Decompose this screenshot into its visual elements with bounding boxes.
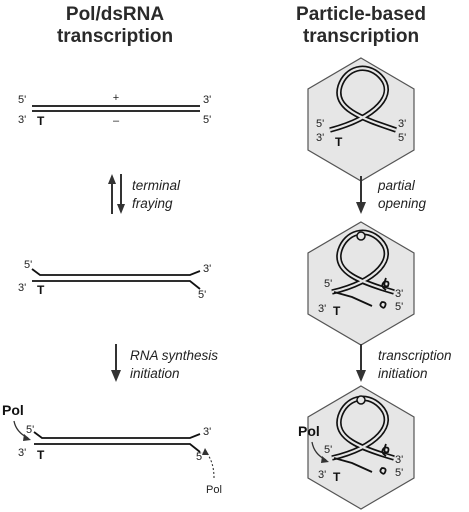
five-prime-label: 5': [196, 451, 204, 463]
minus-strand: [34, 443, 201, 453]
five-prime-label: 5': [395, 467, 403, 479]
polymerase-label: Pol: [298, 423, 320, 439]
frayed-strand: [333, 457, 373, 473]
three-prime-label: 3': [395, 454, 403, 466]
frayed-end: [379, 301, 387, 309]
five-prime-label: 5': [324, 278, 332, 290]
minus-strand: [32, 280, 201, 290]
down-arrow: [356, 176, 366, 214]
template-marker: T: [333, 304, 341, 318]
left-panel-dsrna: 5' 3' 3' 5' + – T: [18, 92, 211, 128]
five-prime-label: 5': [198, 289, 206, 301]
step-label: RNA synthesis: [130, 348, 218, 363]
five-prime-label: 5': [324, 444, 332, 456]
right-title-line1: Particle-based: [296, 4, 426, 25]
three-prime-label: 3': [18, 282, 26, 294]
step-label: terminal: [132, 178, 181, 193]
particle-panel-closed: 5' 3' 3' 5' T: [307, 57, 415, 182]
five-prime-label: 5': [24, 259, 32, 271]
step-label: initiation: [378, 366, 428, 381]
three-prime-label: 3': [318, 303, 326, 315]
frayed-end: [379, 467, 387, 475]
five-prime-label: 5': [26, 424, 34, 436]
frayed-end: [381, 443, 390, 457]
capsid-turret: [356, 231, 366, 241]
plus-strand: [31, 268, 201, 276]
three-prime-label: 3': [395, 288, 403, 300]
template-marker: T: [37, 448, 45, 462]
three-prime-label: 3': [316, 132, 324, 144]
five-prime-label: 5': [18, 94, 26, 106]
curved-arrow: [321, 456, 329, 463]
particle-panel-open: 5' 3' 3' 5' T: [307, 221, 415, 346]
down-arrow: [356, 344, 366, 382]
left-panel-pol: Pol 5' 3' 3' 5' T Pol: [2, 402, 222, 496]
left-title-line1: Pol/dsRNA: [66, 4, 164, 25]
three-prime-label: 3': [203, 263, 211, 275]
particle-panel-pol: Pol 5' 3' 3' 5' T: [298, 385, 415, 510]
five-prime-label: 5': [395, 301, 403, 313]
plus-strand: [33, 431, 201, 439]
three-prime-label: 3': [203, 426, 211, 438]
step-label: partial: [377, 178, 416, 193]
left-title-line2: transcription: [57, 26, 173, 47]
template-marker: T: [335, 135, 343, 149]
dotted-arrow: [202, 448, 209, 455]
step-label: fraying: [132, 196, 173, 211]
plus-sign: +: [113, 92, 119, 104]
frayed-end: [381, 277, 390, 291]
step-label: initiation: [130, 366, 180, 381]
curved-arrow: [23, 434, 31, 441]
polymerase-label: Pol: [2, 402, 24, 418]
template-marker: T: [333, 470, 341, 484]
three-prime-label: 3': [318, 469, 326, 481]
left-panel-frayed: 5' 3' 3' 5' T: [18, 259, 211, 301]
five-prime-label: 5': [203, 114, 211, 126]
five-prime-label: 5': [398, 132, 406, 144]
polymerase-label: Pol: [206, 484, 222, 496]
step-label: opening: [378, 196, 427, 211]
down-arrow: [111, 344, 121, 382]
right-title-line2: transcription: [303, 26, 419, 47]
five-prime-label: 5': [316, 118, 324, 130]
capsid-turret: [356, 395, 366, 405]
double-arrow: [108, 174, 125, 214]
step-label: transcription: [378, 348, 452, 363]
three-prime-label: 3': [18, 447, 26, 459]
dotted-arrow: [205, 451, 215, 479]
three-prime-label: 3': [398, 118, 406, 130]
frayed-strand: [333, 291, 373, 307]
template-marker: T: [37, 114, 45, 128]
three-prime-label: 3': [18, 114, 26, 126]
three-prime-label: 3': [203, 94, 211, 106]
minus-sign: –: [113, 115, 120, 127]
template-marker: T: [37, 283, 45, 297]
